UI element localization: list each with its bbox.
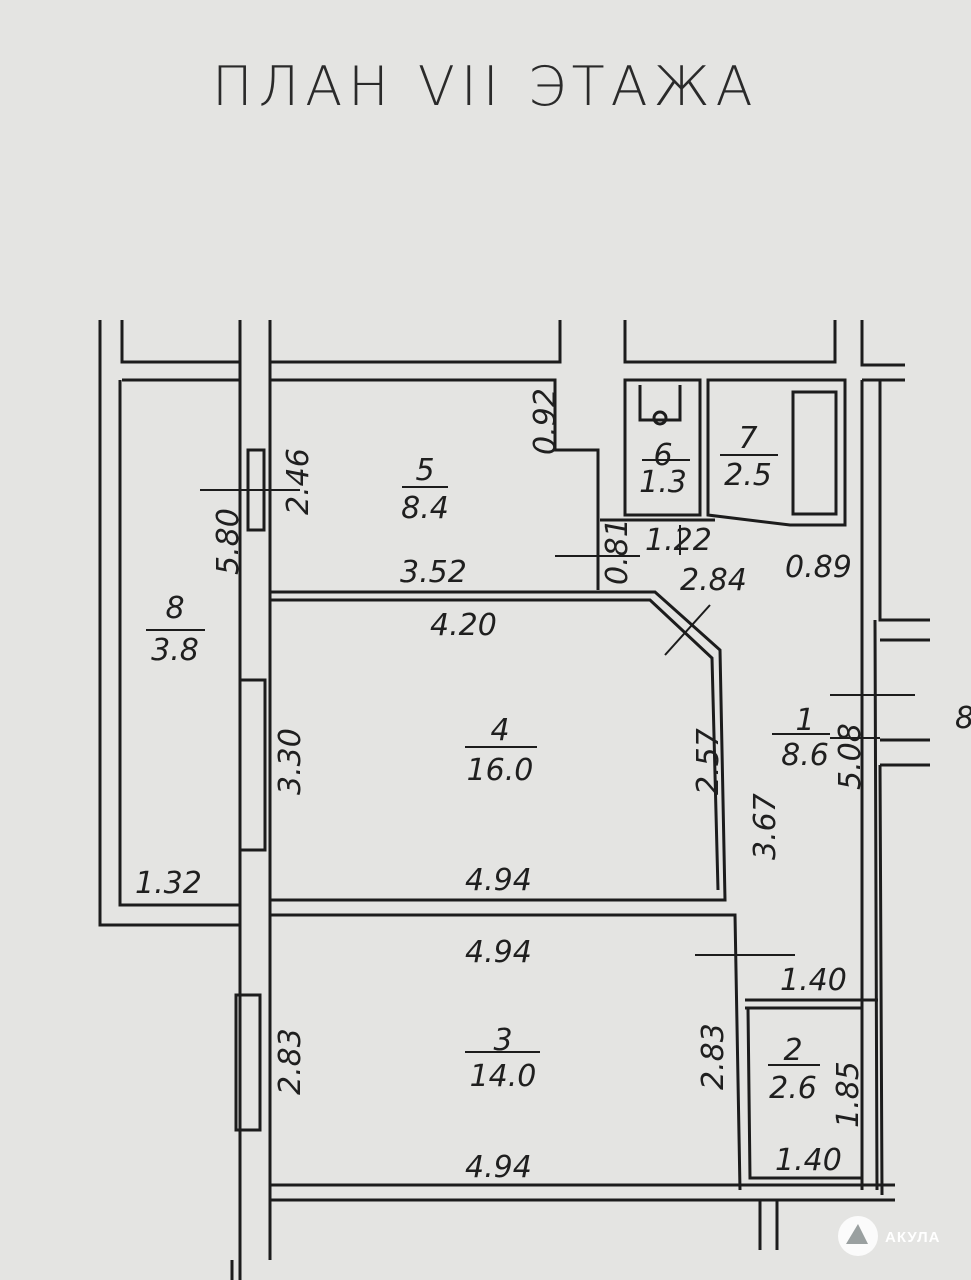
dim-label: 3.67 (748, 793, 783, 860)
room-number: 3 (493, 1023, 512, 1058)
room-number: 4 (490, 713, 509, 748)
dim-label: 2.46 (281, 448, 316, 515)
room-8: 83.8 (146, 591, 205, 668)
watermark: АКУЛА (838, 1216, 940, 1256)
room-area: 2.5 (724, 458, 772, 493)
dim-label: 4.94 (465, 935, 532, 970)
room-5: 58.4 (401, 453, 449, 526)
room-3: 314.0 (465, 1023, 540, 1094)
room-number: 7 (738, 421, 757, 456)
room-2: 22.6 (768, 1033, 820, 1106)
dim-label: 4.94 (465, 863, 532, 898)
dim-label: 3.30 (273, 728, 308, 795)
watermark-text: АКУЛА (885, 1229, 940, 1246)
room-4: 416.0 (465, 713, 537, 788)
room-area: 1.3 (639, 465, 687, 500)
plan-title: ПЛАН VII ЭТАЖА (212, 55, 759, 118)
walls (98, 320, 930, 1280)
dim-label: 2.84 (680, 563, 747, 598)
room-area: 14.0 (470, 1059, 537, 1094)
dim-label: 4.94 (465, 1150, 532, 1185)
room-area: 3.8 (151, 633, 199, 668)
room-number: 8 (165, 591, 184, 626)
room-labels: 58.4 61.3 72.5 83.8 416.0 18.6 314.0 22.… (146, 421, 830, 1106)
dim-label: 2.57 (691, 728, 726, 795)
room-area: 16.0 (467, 753, 534, 788)
dim-label: 5.80 (211, 508, 246, 575)
dim-label: 0.92 (528, 388, 563, 455)
room-1: 18.6 (772, 703, 830, 773)
dim-label: 1.40 (775, 1143, 842, 1178)
room-6: 61.3 (639, 438, 690, 500)
room-number: 2 (783, 1033, 802, 1068)
dim-label: 5.08 (833, 723, 868, 790)
dim-label: 4.20 (430, 608, 497, 643)
dim-label: 1.22 (645, 523, 712, 558)
dim-label: 0.81 (600, 518, 635, 585)
room-area: 2.6 (769, 1071, 817, 1106)
dim-label: 1.40 (780, 963, 847, 998)
dim-label: 1.32 (135, 866, 202, 901)
dimension-labels: 0.92 2.46 5.80 3.52 0.81 1.22 2.84 0.89 … (135, 388, 971, 1185)
margin-mark: 8 (955, 701, 971, 736)
dim-label: 1.85 (831, 1061, 866, 1128)
dim-label: 0.89 (785, 550, 852, 585)
dim-label: 2.83 (273, 1028, 308, 1095)
dim-label: 3.52 (400, 555, 467, 590)
dim-label: 2.83 (696, 1023, 731, 1090)
room-7: 72.5 (720, 421, 778, 493)
room-area: 8.6 (781, 738, 829, 773)
room-number: 6 (653, 438, 672, 473)
room-number: 5 (415, 453, 434, 488)
room-area: 8.4 (401, 491, 449, 526)
room-number: 1 (795, 703, 814, 738)
